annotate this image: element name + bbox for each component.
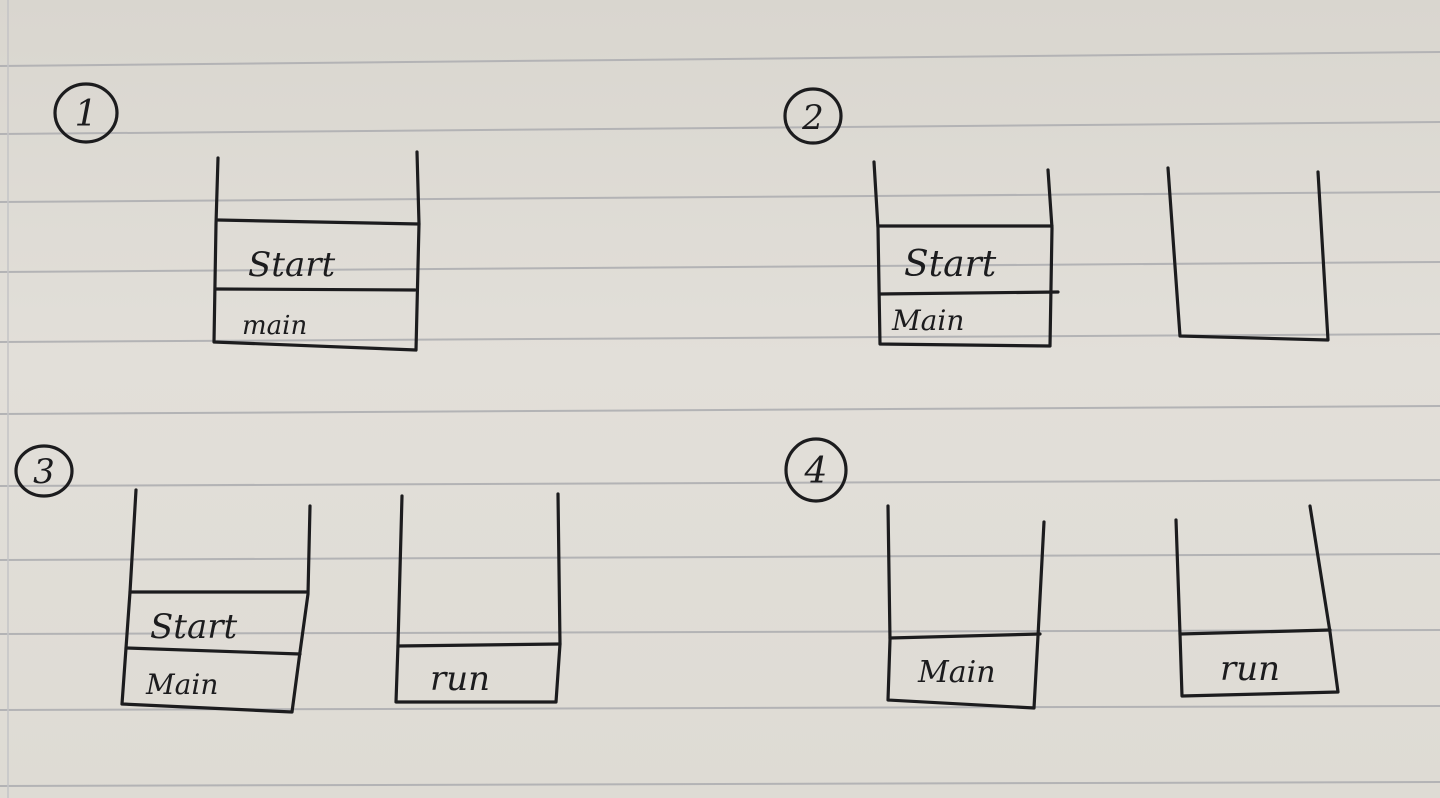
- frame-divider: [1178, 628, 1332, 636]
- stack-frame-label: Start: [150, 607, 237, 647]
- frame-divider: [216, 218, 421, 226]
- stack-frame-label: Main: [917, 655, 996, 690]
- step-number-label: 3: [33, 452, 55, 492]
- stack-frame-label: Start: [248, 245, 335, 285]
- call-stack-new-thread: run: [1174, 504, 1340, 698]
- stack-frame-label: run: [1220, 649, 1280, 689]
- stack-frame-label: Main: [145, 668, 218, 701]
- frame-divider: [214, 287, 417, 292]
- call-stack-new-thread: run: [394, 492, 562, 704]
- step-number-label: 1: [75, 94, 98, 135]
- step-number-1: 1: [53, 82, 119, 144]
- frame-divider: [124, 646, 302, 656]
- step-number-4: 4: [784, 437, 848, 503]
- step-number-3: 3: [14, 444, 74, 498]
- stack-frame-label: main: [242, 311, 307, 341]
- stack-frame-label: run: [430, 659, 490, 699]
- panel-1: 1 Start main: [53, 82, 421, 352]
- panel-3: 3 Start Main run: [14, 444, 562, 714]
- stack-frame-label: Start: [904, 244, 997, 285]
- call-stack-main-thread: Main: [886, 504, 1046, 710]
- frame-divider: [888, 632, 1042, 640]
- call-stack-main-thread: Start Main: [120, 488, 312, 714]
- call-stack: Start main: [212, 150, 421, 352]
- step-number-label: 4: [804, 451, 828, 492]
- panel-4: 4 Main run: [784, 437, 1340, 710]
- stack-frame-label: Main: [891, 304, 964, 337]
- step-number-label: 2: [801, 98, 824, 138]
- call-stack-main-thread: Start Main: [872, 160, 1060, 348]
- frame-divider: [396, 642, 562, 648]
- frame-divider: [878, 290, 1060, 296]
- step-number-2: 2: [783, 87, 843, 145]
- call-stack-new-thread: [1166, 166, 1330, 342]
- panel-2: 2 Start Main: [783, 87, 1330, 348]
